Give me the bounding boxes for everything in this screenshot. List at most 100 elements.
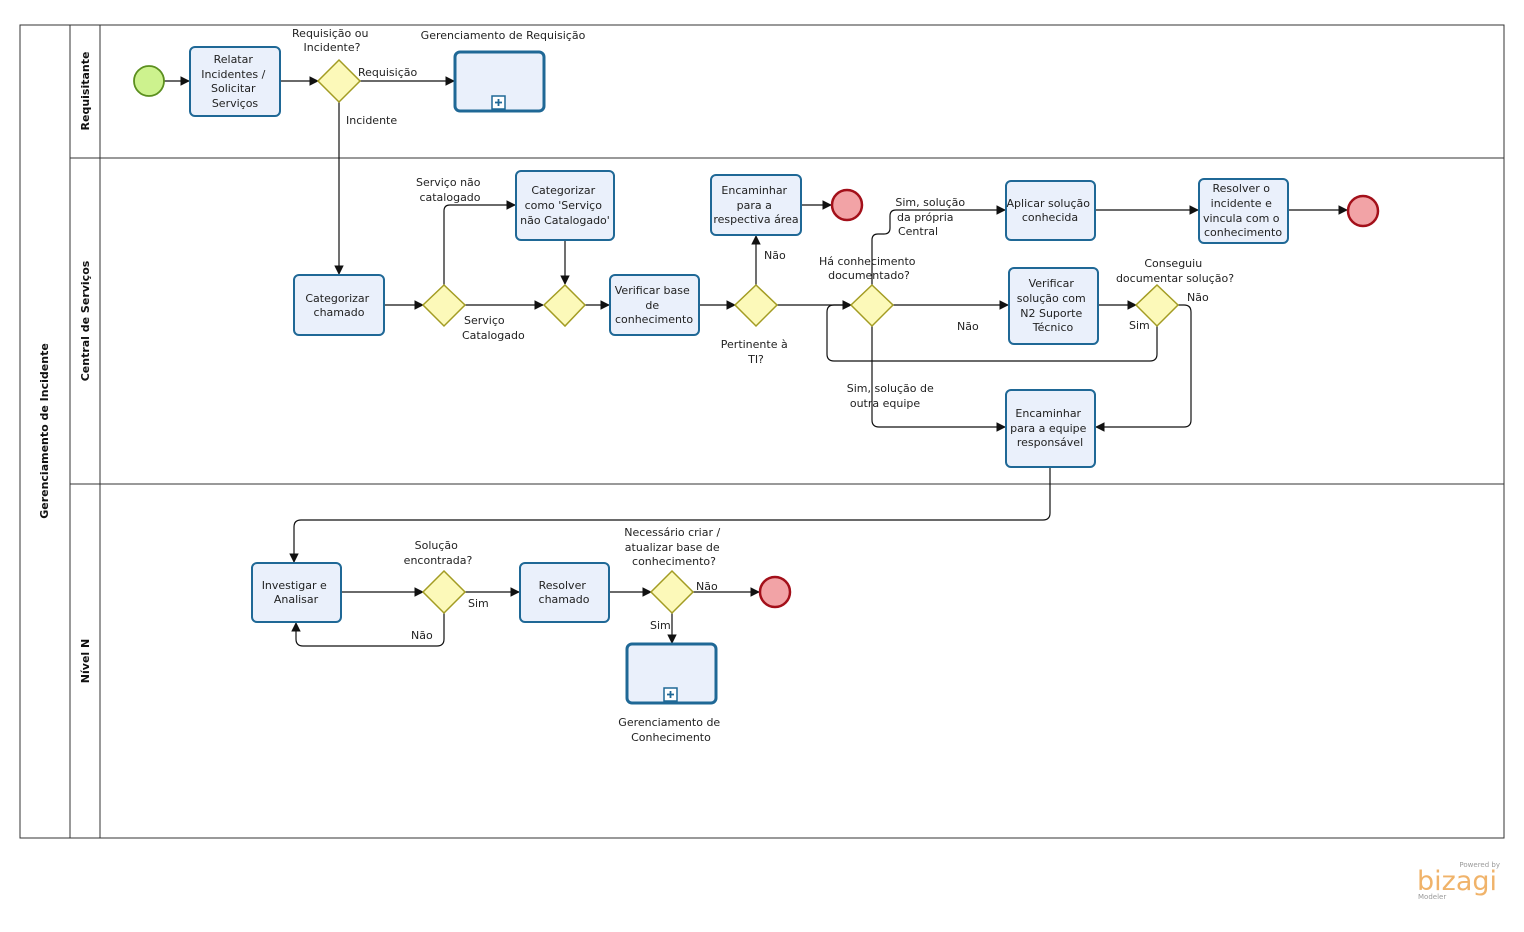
lane-requisitante: Requisitante	[79, 52, 92, 131]
task-text: Verificar	[1029, 277, 1075, 290]
brand-product: Modeler	[1418, 893, 1446, 901]
task-categorizar-nao-catalogado[interactable]: Categorizar como 'Serviço não Catalogado…	[515, 170, 615, 241]
task-text: Categorizar	[305, 292, 369, 305]
end-event-resolvido[interactable]	[1346, 194, 1380, 228]
flow-label: Central	[898, 225, 938, 238]
flow-sim-outra-equipe[interactable]	[871, 326, 1006, 432]
task-text: conhecimento	[615, 313, 693, 326]
flow-label: Sim	[1129, 319, 1150, 332]
gateway-pertinente-ti[interactable]	[733, 283, 779, 328]
pool-title: Gerenciamento de Incidente	[38, 343, 51, 519]
flow-label-nao-conhecimento: Não	[957, 320, 979, 333]
flow-label: Incidente	[346, 114, 397, 127]
gateway-label: Incidente?	[304, 41, 361, 54]
task-relatar-incidentes[interactable]: Relatar Incidentes / Solicitar Serviços	[189, 46, 281, 117]
flow-label-incidente: Incidente	[346, 114, 397, 127]
task-text: como 'Serviço	[525, 199, 603, 212]
task-text: Encaminhar	[1015, 407, 1081, 420]
gateway-label-necessario: Necessário criar / atualizar base de con…	[624, 526, 723, 568]
gateway-necessario-criar[interactable]	[649, 569, 695, 615]
task-aplicar-solucao[interactable]: Aplicar solução conhecida	[1005, 180, 1096, 241]
flow-encaminhar-investigar[interactable]	[289, 468, 1051, 563]
gateway-label-pertinente: Pertinente à TI?	[721, 338, 791, 366]
gateway-label: documentar solução?	[1116, 272, 1234, 285]
svg-text:Verificar solução com: Verificar solução com N2 Suporte Técnico	[1017, 277, 1090, 334]
task-text: Verificar base	[615, 284, 690, 297]
flow-label: Sim, solução de	[847, 382, 934, 395]
task-resolver-vincula[interactable]: Resolver o incidente e vincula com o con…	[1198, 178, 1289, 244]
task-text: Técnico	[1032, 321, 1074, 334]
flow-conseguiu-sim[interactable]	[826, 300, 1158, 362]
flow-label: outra equipe	[850, 397, 921, 410]
gateway-label: Pertinente à	[721, 338, 788, 351]
gateway-label: Conseguiu	[1144, 257, 1202, 270]
task-verificar-base[interactable]: Verificar base de conhecimento	[609, 274, 700, 336]
svg-text:Encaminhar para a: Encaminhar para a respectiva área	[713, 184, 798, 226]
subprocess-label: Gerenciamento de Requisição	[421, 29, 586, 42]
task-categorizar-chamado[interactable]: Categorizar chamado	[293, 274, 385, 336]
flow-label-nao-pertinente: Não	[764, 249, 786, 262]
lane-title-niveln: Nível N	[79, 639, 92, 683]
gateway-solucao-encontrada[interactable]	[421, 569, 467, 615]
pool: Gerenciamento de Incidente	[19, 24, 1505, 839]
flow-label-requisicao: Requisição	[358, 66, 418, 79]
task-text: para a	[737, 199, 772, 212]
flow-encontrada-nao[interactable]	[291, 613, 445, 647]
svg-text:Resolver chamado: Resolver chamado	[539, 579, 590, 606]
subprocess-gerenciamento-requisicao[interactable]	[453, 50, 546, 113]
flow-label: catalogado	[419, 191, 480, 204]
gateway-merge-categorizacao[interactable]	[542, 283, 587, 328]
gateway-label: Há conhecimento	[819, 255, 916, 268]
flow-nao-catalogado[interactable]	[443, 200, 516, 285]
gateway-servico-catalogado[interactable]	[421, 283, 467, 328]
task-text: não Catalogado'	[520, 214, 610, 227]
task-text: Analisar	[274, 593, 319, 606]
flow-label: Não	[411, 629, 433, 642]
task-verificar-n2[interactable]: Verificar solução com N2 Suporte Técnico	[1008, 267, 1099, 345]
flow-label-sim-propria-central: Sim, solução da própria Central	[895, 196, 968, 238]
task-investigar-analisar[interactable]: Investigar e Analisar	[251, 562, 342, 623]
flow-label-conseguiu-sim: Sim	[1129, 319, 1150, 332]
flow-label: Sim	[650, 619, 671, 632]
start-event[interactable]	[133, 65, 165, 97]
task-text: responsável	[1017, 436, 1083, 449]
flow-label: Catalogado	[462, 329, 525, 342]
flow-label: Requisição	[358, 66, 418, 79]
svg-text:Relatar Incidentes /: Relatar Incidentes / Solicitar Serviços	[201, 53, 269, 110]
task-encaminhar-area[interactable]: Encaminhar para a respectiva área	[710, 174, 802, 236]
flow-label-servico-catalogado: Serviço Catalogado	[462, 314, 525, 342]
flow-label-encontrada-sim: Sim	[468, 597, 489, 610]
flow-label: Não	[957, 320, 979, 333]
gateway-label: documentado?	[828, 269, 910, 282]
task-text: solução com	[1017, 292, 1086, 305]
lane-title-requisitante: Requisitante	[79, 52, 92, 131]
svg-text:Encaminhar para a equipe: Encaminhar para a equipe responsável	[1010, 407, 1090, 449]
task-text: de	[645, 299, 659, 312]
subprocess-label-conhecimento: Gerenciamento de Conhecimento	[618, 716, 723, 744]
lane-title-central: Central de Serviços	[79, 260, 92, 381]
subprocess-gerenciamento-conhecimento[interactable]	[625, 642, 718, 705]
task-text: Incidentes /	[201, 68, 265, 81]
flow-sim-propria-central[interactable]	[871, 205, 1006, 285]
flow-conseguiu-nao[interactable]	[1095, 304, 1192, 432]
gateway-ha-conhecimento[interactable]	[849, 283, 895, 328]
gateway-conseguiu-documentar[interactable]	[1134, 283, 1180, 328]
powered-by-text: Powered by	[1459, 861, 1500, 869]
task-text: Resolver o	[1213, 182, 1271, 195]
task-text: Categorizar	[531, 184, 595, 197]
end-event-respectiva-area[interactable]	[830, 188, 864, 222]
gateway-requisicao-ou-incidente[interactable]	[316, 58, 362, 104]
task-encaminhar-equipe[interactable]: Encaminhar para a equipe responsável	[1005, 389, 1096, 468]
gateway-label: Solução	[415, 539, 459, 552]
lane-nivel-n: Nível N	[79, 639, 92, 683]
events	[133, 65, 1380, 609]
brand-name: bizagi	[1417, 866, 1497, 897]
task-text: conhecida	[1022, 211, 1078, 224]
task-text: Relatar	[214, 53, 254, 66]
flow-label-servico-nao-catalogado: Serviço não catalogado	[416, 176, 484, 204]
subprocess-label-requisicao: Gerenciamento de Requisição	[421, 29, 586, 42]
sequence-flows	[164, 76, 1348, 647]
end-event-nivel-n[interactable]	[758, 575, 792, 609]
gateway-label: atualizar base de	[625, 541, 720, 554]
task-resolver-chamado[interactable]: Resolver chamado	[519, 562, 610, 623]
